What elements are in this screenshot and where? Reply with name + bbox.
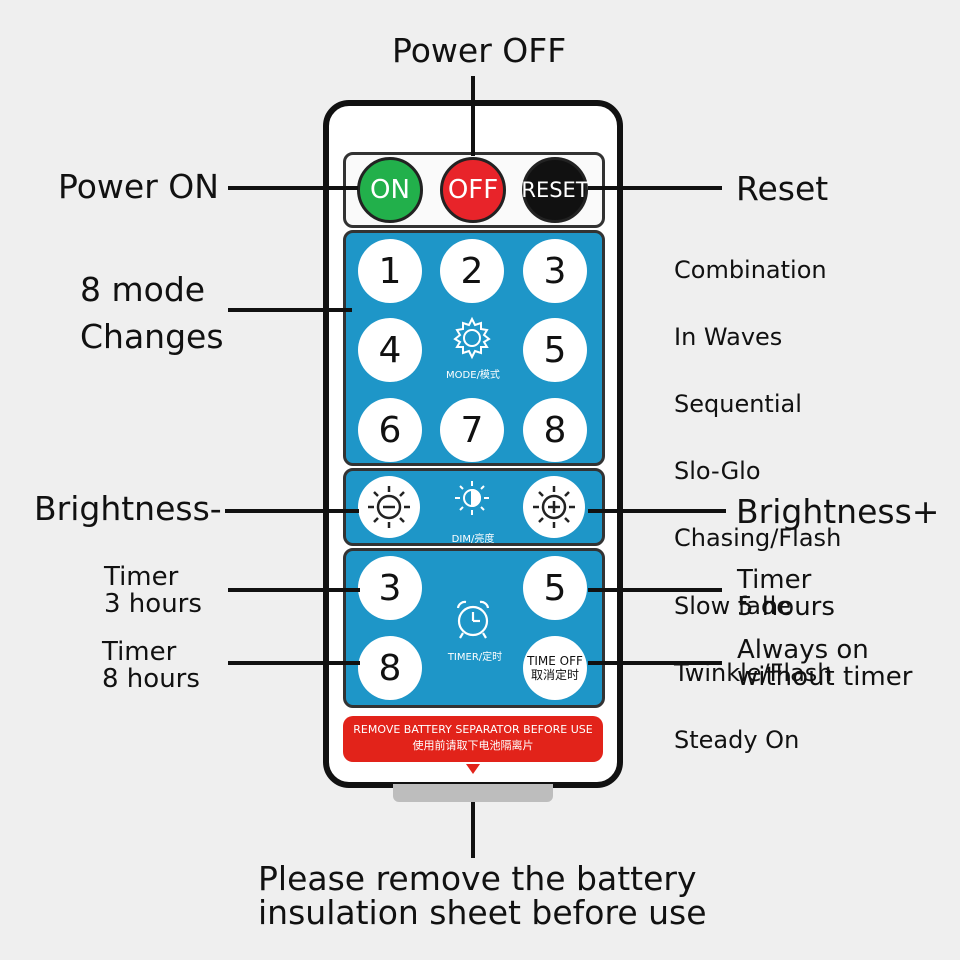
brightness-down-icon (368, 486, 410, 528)
mode-line (228, 308, 352, 312)
timer3-label-1: Timer (104, 562, 179, 592)
mode-item: Steady On (674, 725, 800, 754)
timer3-line (228, 588, 360, 592)
dim-caption: DIM/亮度 (451, 534, 495, 545)
mode-item: Slow fade (674, 591, 791, 620)
brightness-minus-line (225, 509, 359, 513)
mode-item: In Waves (674, 322, 783, 351)
brightness-down-button[interactable] (358, 476, 420, 538)
mode-button-1[interactable]: 1 (358, 239, 422, 303)
timer5-label-1: Timer (737, 565, 812, 595)
timer-3h-button[interactable]: 3 (358, 556, 422, 620)
power-on-label: Power ON (58, 167, 219, 206)
timer3-label-2: 3 hours (104, 589, 202, 619)
mode-button-6[interactable]: 6 (358, 398, 422, 462)
reset-button[interactable]: RESET (521, 157, 589, 223)
mode-button-4[interactable]: 4 (358, 318, 422, 382)
reset-label: Reset (736, 169, 829, 208)
time-off-button[interactable]: TIME OFF 取消定时 (523, 636, 587, 700)
brightness-minus-label: Brightness- (34, 489, 222, 528)
brightness-icon (455, 481, 489, 515)
mode-button-5[interactable]: 5 (523, 318, 587, 382)
timer5-label-2: 5 hours (737, 592, 835, 622)
warning-text-cn: 使用前请取下电池隔离片 (412, 739, 534, 752)
timer-5h-button[interactable]: 5 (523, 556, 587, 620)
battery-tab[interactable] (393, 784, 553, 802)
down-arrow-icon (466, 764, 480, 774)
warning-text: REMOVE BATTERY SEPARATOR BEFORE USE (353, 723, 593, 736)
brightness-up-icon (533, 486, 575, 528)
battery-line (471, 802, 475, 858)
timer-8h-button[interactable]: 8 (358, 636, 422, 700)
brightness-up-button[interactable] (523, 476, 585, 538)
mode-item: Combination (674, 255, 827, 284)
power-off-label: Power OFF (392, 31, 567, 70)
timer8-label-2: 8 hours (102, 664, 200, 694)
gear-icon (453, 316, 491, 360)
mode-item: Twinkle/Flash (674, 658, 833, 687)
time-off-label: TIME OFF (527, 654, 583, 668)
brightness-plus-label: Brightness+ (736, 492, 940, 531)
mode-item: Slo-Glo (674, 457, 761, 486)
mode-list: Combination In Waves Sequential Slo-Glo … (674, 220, 841, 791)
mode-button-2[interactable]: 2 (440, 239, 504, 303)
brightness-plus-line (588, 509, 726, 513)
on-button[interactable]: ON (357, 157, 423, 223)
mode-button-8[interactable]: 8 (523, 398, 587, 462)
battery-warning: REMOVE BATTERY SEPARATOR BEFORE USE 使用前请… (343, 716, 603, 762)
always-on-label-2: without timer (737, 662, 913, 692)
timer8-line (228, 661, 360, 665)
timer-caption: TIMER/定时 (447, 652, 503, 663)
alarm-clock-icon (456, 600, 490, 639)
battery-note-1: Please remove the battery (258, 859, 697, 898)
mode-item: Sequential (674, 389, 802, 418)
battery-note-2: insulation sheet before use (258, 893, 707, 932)
timer5-line (588, 588, 722, 592)
mode-caption: MODE/模式 (446, 370, 500, 381)
timer8-label-1: Timer (102, 637, 177, 667)
always-on-label-1: Always on (737, 635, 869, 665)
mode-item: Chasing/Flash (674, 524, 842, 553)
off-button[interactable]: OFF (440, 157, 506, 223)
always-on-line (588, 661, 722, 665)
mode-changes-label-2: Changes (80, 317, 224, 356)
reset-line (588, 186, 722, 190)
time-off-cn-label: 取消定时 (530, 668, 579, 682)
mode-button-3[interactable]: 3 (523, 239, 587, 303)
power-on-line (228, 186, 358, 190)
mode-button-7[interactable]: 7 (440, 398, 504, 462)
mode-changes-label-1: 8 mode (80, 270, 206, 309)
power-off-line (471, 76, 475, 156)
